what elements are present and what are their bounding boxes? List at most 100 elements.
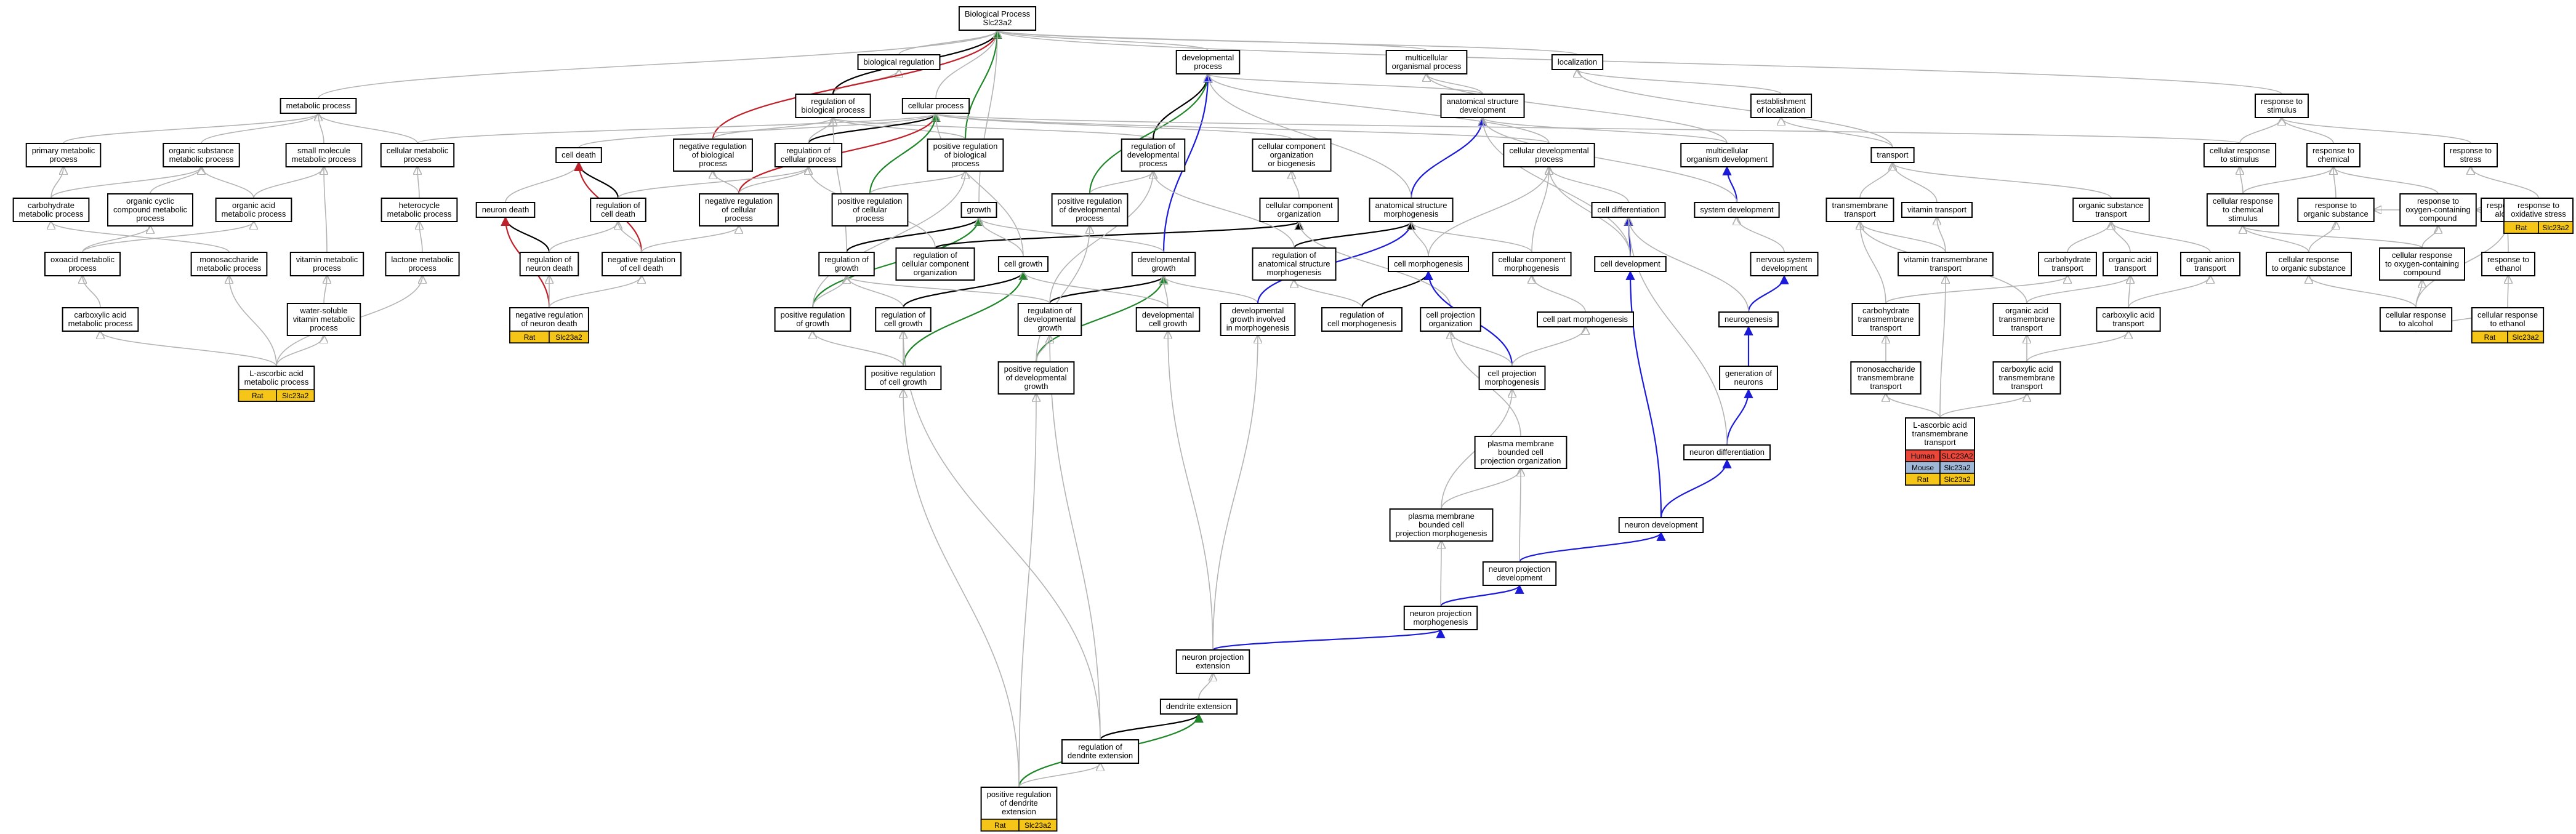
go-term-celldev[interactable]: cell development	[1594, 256, 1667, 272]
go-term-loc[interactable]: localization	[1551, 54, 1604, 70]
go-term-cellgrowth[interactable]: cell growth	[997, 256, 1049, 272]
go-term-vitt[interactable]: vitamin transport	[1901, 202, 1973, 218]
go-term-cellmorph[interactable]: cell morphogenesis	[1387, 256, 1470, 272]
go-term-breg[interactable]: biological regulation	[857, 54, 941, 70]
go-term-lasctmt[interactable]: L-ascorbic acidtransmembranetransportHum…	[1905, 417, 1975, 486]
go-term-neurogen[interactable]: neurogenesis	[1718, 311, 1779, 327]
go-term-cellp[interactable]: cellular process	[901, 98, 970, 114]
go-term-neurondeath[interactable]: neuron death	[475, 202, 536, 218]
go-term-metab[interactable]: metabolic process	[280, 98, 357, 114]
go-term-celldiff[interactable]: cell differentiation	[1591, 202, 1666, 218]
go-term-neurdiff[interactable]: neuron differentiation	[1683, 444, 1771, 460]
go-term-transport[interactable]: transport	[1870, 147, 1915, 163]
go-term-celldeath[interactable]: cell death	[555, 147, 602, 163]
go-term-cpmorph[interactable]: cell part morphogenesis	[1536, 311, 1635, 327]
go-term-dendext[interactable]: dendrite extension	[1159, 699, 1238, 715]
